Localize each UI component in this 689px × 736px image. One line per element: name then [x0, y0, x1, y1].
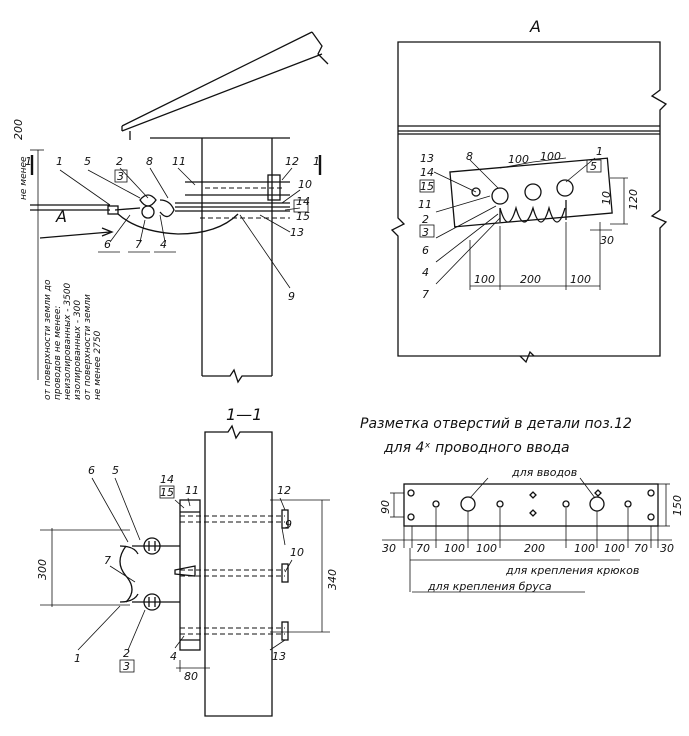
s-label-2: 2	[123, 647, 130, 660]
a-label-13: 13	[420, 152, 434, 165]
a-dim-100a: 100	[508, 153, 529, 166]
label-8: 8	[146, 155, 153, 168]
label-14: 14	[296, 195, 310, 208]
a-label-8: 8	[466, 150, 473, 163]
section-title: 1—1	[226, 405, 262, 424]
label-12: 12	[285, 155, 299, 168]
a-dim-100b: 100	[540, 150, 561, 163]
a-dim-200: 200	[520, 273, 541, 286]
s-label-12: 12	[277, 484, 291, 497]
callout-brusa: для крепления бруса	[427, 580, 552, 593]
section-1-1: 1—1	[36, 405, 339, 717]
label-6: 6	[104, 238, 111, 251]
marking-detail: Разметка отверстий в детали поз.12 для 4…	[360, 416, 684, 593]
a-label-14: 14	[420, 166, 434, 179]
a-dim-100d: 100	[570, 273, 591, 286]
mark-dim-90: 90	[379, 500, 392, 514]
clearance-note: от поверхности земли до проводов не мене…	[43, 279, 103, 400]
note-line-6: не менее 2750	[93, 330, 103, 400]
note-line-2: проводов не менее:	[53, 306, 63, 400]
mark-dim-5: 100	[574, 542, 595, 555]
mark-dim-1: 70	[416, 542, 430, 555]
callout-kryukov: для крепления крюков	[505, 564, 639, 577]
s-dim-340: 340	[326, 569, 339, 590]
label-13: 13	[290, 226, 304, 239]
s-label-4: 4	[170, 650, 177, 663]
side-view: 200 не менее 1 1 1 5 2 3 8 11 12 10 14 1…	[12, 31, 329, 400]
mark-dim-4: 200	[524, 542, 545, 555]
a-label-11: 11	[418, 198, 432, 211]
mark-dim-150: 150	[671, 495, 684, 516]
a-label-3: 3	[422, 226, 429, 239]
s-label-15: 15	[160, 486, 174, 499]
mark-dim-0: 30	[382, 542, 396, 555]
marking-title-2: для 4ˣ проводного ввода	[383, 440, 570, 456]
s-label-3: 3	[123, 660, 130, 673]
s-label-11: 11	[185, 484, 199, 497]
a-label-15: 15	[420, 180, 434, 193]
note-line-3: неизолированных - 3500	[63, 282, 73, 400]
label-3: 3	[117, 170, 124, 183]
note-line-1: от поверхности земли до	[43, 279, 53, 400]
s-label-10: 10	[290, 546, 304, 559]
view-a: А 13	[390, 17, 668, 364]
view-a-title: А	[529, 17, 541, 36]
s-dim-300: 300	[36, 559, 49, 580]
s-label-13: 13	[272, 650, 286, 663]
sec-right: 1	[313, 155, 320, 168]
mark-dim-2: 100	[444, 542, 465, 555]
a-label-6: 6	[422, 244, 429, 257]
a-dim-30: 30	[600, 234, 614, 247]
note-line-5: от поверхности земли	[83, 294, 93, 400]
label-4: 4	[160, 238, 167, 251]
label-2: 2	[116, 155, 123, 168]
mark-dim-7: 70	[634, 542, 648, 555]
sec-left: 1	[25, 155, 32, 168]
note-line-4: изолированных - 300	[73, 300, 83, 400]
s-label-9: 9	[285, 518, 292, 531]
ne-menee-label: не менее	[19, 156, 29, 200]
a-dim-10: 10	[600, 191, 613, 205]
label-10: 10	[298, 178, 312, 191]
s-label-5: 5	[112, 464, 119, 477]
mark-dim-8: 30	[660, 542, 674, 555]
a-label-4: 4	[422, 266, 429, 279]
a-label-2: 2	[422, 213, 429, 226]
mark-dim-3: 100	[476, 542, 497, 555]
s-dim-80: 80	[184, 670, 198, 683]
a-label-5: 5	[590, 160, 597, 173]
dim-200: 200	[12, 119, 25, 140]
label-11: 11	[172, 155, 186, 168]
s-label-14: 14	[160, 473, 174, 486]
arrow-a-label: А	[55, 207, 67, 226]
label-15: 15	[296, 210, 310, 223]
a-dim-120: 120	[627, 189, 640, 210]
label-5: 5	[84, 155, 91, 168]
label-7: 7	[135, 238, 142, 251]
a-label-7: 7	[422, 288, 429, 301]
label-1: 1	[56, 155, 63, 168]
s-label-6: 6	[88, 464, 95, 477]
marking-title-1: Разметка отверстий в детали поз.12	[360, 416, 632, 432]
callout-vvodov: для вводов	[511, 466, 577, 479]
mark-dim-6: 100	[604, 542, 625, 555]
a-label-1: 1	[596, 145, 603, 158]
s-label-7: 7	[104, 554, 111, 567]
a-dim-100c: 100	[474, 273, 495, 286]
label-9: 9	[288, 290, 295, 303]
s-label-1: 1	[74, 652, 81, 665]
